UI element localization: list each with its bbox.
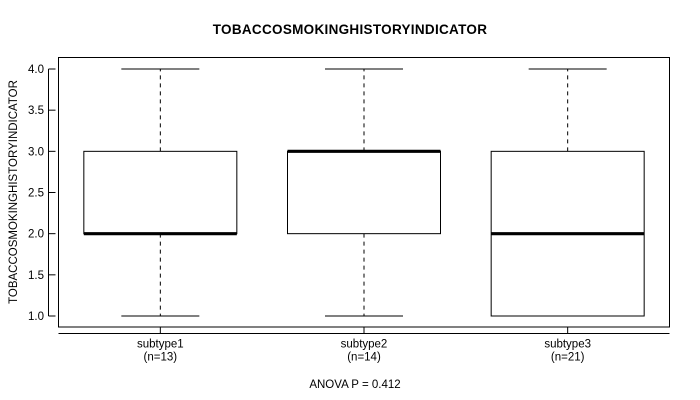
x-axis-group-label: subtype1	[137, 339, 184, 351]
y-axis-tick-label: 3.5	[28, 105, 44, 117]
y-axis-tick-label: 1.5	[28, 270, 44, 282]
anova-annotation: ANOVA P = 0.412	[309, 379, 400, 391]
y-axis-tick-label: 2.5	[28, 188, 44, 200]
x-axis-group-count: (n=21)	[551, 352, 585, 364]
box-group	[287, 68, 441, 317]
box-series	[83, 68, 645, 317]
y-axis-tick-label: 3.0	[28, 146, 44, 158]
box-iqr-rect	[83, 150, 238, 235]
y-axis-tick-label: 1.0	[28, 311, 44, 323]
page-title: TOBACCOSMOKINGHISTORYINDICATOR	[213, 22, 488, 37]
box-iqr-rect	[287, 150, 441, 235]
y-axis-tick-label: 4.0	[28, 64, 44, 76]
x-axis-group-count: (n=14)	[347, 352, 381, 364]
x-axis-group-count: (n=13)	[144, 352, 178, 364]
y-axis-tick-label: 2.0	[28, 229, 44, 241]
y-axis: 1.0 1.5 2.0 2.5 3.0 3.5 4.0	[28, 64, 56, 323]
box-group	[83, 68, 238, 317]
box-group	[490, 68, 645, 317]
y-axis-title: TOBACCOSMOKINGHISTORYINDICATOR	[8, 80, 20, 304]
x-axis-group-label: subtype3	[544, 339, 591, 351]
x-axis-group-label: subtype2	[341, 339, 388, 351]
x-axis: subtype1(n=13) subtype2(n=14) subtype3(n=2…	[58, 326, 670, 364]
